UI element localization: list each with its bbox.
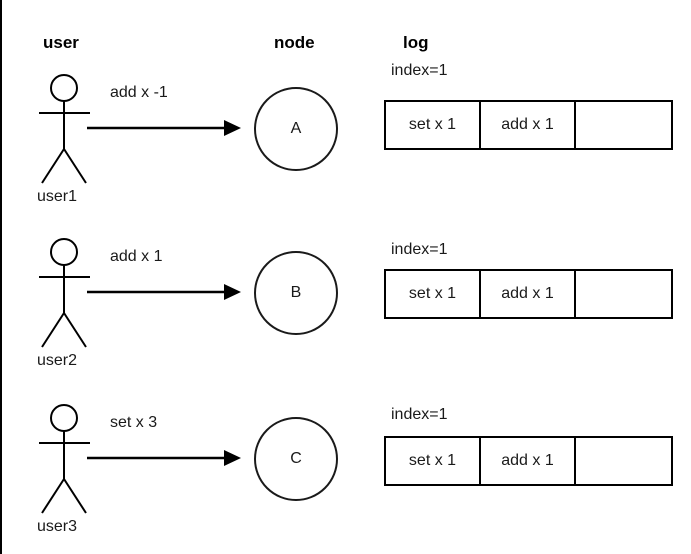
node-circle-a (254, 87, 338, 171)
log-cell-empty[interactable] (576, 438, 671, 484)
log-cell[interactable]: add x 1 (481, 438, 576, 484)
column-header-node: node (274, 33, 315, 52)
arrow-user1-to-node-a (87, 120, 241, 136)
log-cell[interactable]: add x 1 (481, 271, 576, 317)
stick-figure-user1 (39, 74, 90, 184)
log-table-row1: set x 1 add x 1 (384, 100, 673, 150)
log-cell-empty[interactable] (576, 102, 671, 148)
log-cell[interactable]: set x 1 (386, 438, 481, 484)
arrow-label-row2: add x 1 (110, 248, 163, 265)
node-circle-c (254, 417, 338, 501)
index-label-row2: index=1 (391, 241, 448, 258)
node-label-c: C (290, 450, 302, 467)
stick-figure-user2 (39, 238, 90, 348)
arrow-label-row3: set x 3 (110, 414, 158, 431)
index-label-row3: index=1 (391, 406, 448, 423)
column-header-user: user (43, 33, 79, 52)
stick-figure-user3 (39, 404, 90, 514)
column-header-log: log (403, 33, 429, 52)
log-cell[interactable]: set x 1 (386, 271, 481, 317)
arrow-user2-to-node-b (87, 284, 241, 300)
actor-label-user3: user3 (37, 518, 78, 535)
arrow-label-row1: add x -1 (110, 84, 168, 101)
log-cell-empty[interactable] (576, 271, 671, 317)
node-circle-b (254, 251, 338, 335)
actor-label-user1: user1 (37, 188, 78, 205)
log-table-row2: set x 1 add x 1 (384, 269, 673, 319)
actor-label-user2: user2 (37, 352, 78, 369)
log-cell[interactable]: set x 1 (386, 102, 481, 148)
log-table-row3: set x 1 add x 1 (384, 436, 673, 486)
index-label-row1: index=1 (391, 62, 448, 79)
node-label-b: B (290, 284, 302, 301)
node-label-a: A (290, 120, 302, 137)
log-cell[interactable]: add x 1 (481, 102, 576, 148)
arrow-user3-to-node-c (87, 450, 241, 466)
